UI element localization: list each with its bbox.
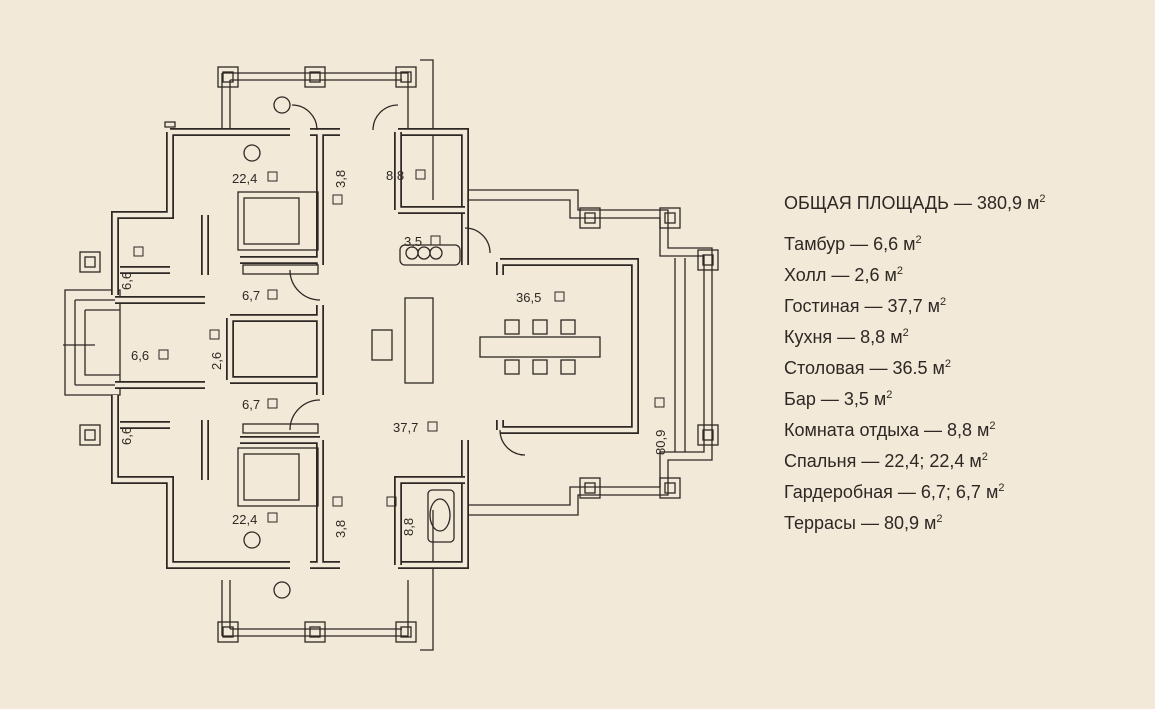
- legend-item: Кухня — 8,8 м2: [784, 320, 1045, 351]
- area-marks: [133, 169, 665, 523]
- legend-item-text: Холл — 2,6 м: [784, 265, 897, 285]
- legend-item: Комната отдыха — 8,8 м2: [784, 413, 1045, 444]
- room-label-bath-top: 3,8: [333, 170, 348, 188]
- room-label-vestibule: 6,6: [131, 348, 149, 363]
- room-label-hall: 2,6: [209, 352, 224, 370]
- sup: 2: [936, 513, 943, 525]
- room-label-living: 37,7: [393, 420, 418, 435]
- sup: 2: [1039, 193, 1046, 205]
- legend-total: ОБЩАЯ ПЛОЩАДЬ — 380,9 м2: [784, 186, 1045, 217]
- legend-item: Гостиная — 37,7 м2: [784, 289, 1045, 320]
- legend-item-text: Спальня — 22,4; 22,4 м: [784, 451, 982, 471]
- furniture: [237, 96, 601, 599]
- sup: 2: [981, 451, 988, 463]
- room-label-kitchen: 8,8: [401, 518, 416, 536]
- legend-item-text: Бар — 3,5 м: [784, 389, 887, 409]
- log-crosses: [164, 121, 176, 128]
- room-labels: 22,4 3,8 8,8 3,5 6,6 6,7 6,6 2,6 36,5 6,…: [119, 168, 668, 538]
- room-label-bedroom-bottom: 22,4: [232, 512, 257, 527]
- legend-item: Гардеробная — 6,7; 6,7 м2: [784, 475, 1045, 506]
- room-label-wc-top: 6,6: [119, 272, 134, 290]
- room-label-wardrobe-top: 6,7: [242, 288, 260, 303]
- room-label-bedroom-top: 22,4: [232, 171, 257, 186]
- legend-total-text: ОБЩАЯ ПЛОЩАДЬ — 380,9 м: [784, 193, 1040, 213]
- legend-item-text: Гардеробная — 6,7; 6,7 м: [784, 482, 999, 502]
- room-label-terrace: 80,9: [653, 430, 668, 455]
- sup: 2: [896, 265, 903, 277]
- legend-item: Террасы — 80,9 м2: [784, 506, 1045, 537]
- sup: 2: [939, 296, 947, 308]
- sup: 2: [989, 420, 996, 432]
- legend-item: Столовая — 36.5 м2: [784, 351, 1045, 382]
- columns: [79, 66, 719, 643]
- room-label-rest-room: 8,8: [386, 168, 404, 183]
- walls: [111, 128, 639, 569]
- legend-item: Тамбур — 6,6 м2: [784, 227, 1045, 258]
- legend-item-text: Комната отдыха — 8,8 м: [784, 420, 990, 440]
- room-label-wc-bottom: 6,6: [119, 427, 134, 445]
- room-label-bath-bottom: 3,8: [333, 520, 348, 538]
- room-label-bar: 3,5: [404, 234, 422, 249]
- sup: 2: [998, 482, 1005, 494]
- terrace-outlines: [63, 59, 713, 651]
- legend-item-text: Террасы — 80,9 м: [784, 513, 937, 533]
- area-legend: ОБЩАЯ ПЛОЩАДЬ — 380,9 м2 Тамбур — 6,6 м2…: [784, 186, 1045, 537]
- legend-item: Бар — 3,5 м2: [784, 382, 1045, 413]
- sup: 2: [915, 234, 922, 246]
- sup: 2: [902, 327, 909, 339]
- legend-item-text: Кухня — 8,8 м: [784, 327, 903, 347]
- sup: 2: [944, 358, 952, 370]
- room-label-dining: 36,5: [516, 290, 541, 305]
- legend-item-text: Гостиная — 37,7 м: [784, 296, 940, 316]
- legend-item: Спальня — 22,4; 22,4 м2: [784, 444, 1045, 475]
- room-label-wardrobe-bottom: 6,7: [242, 397, 260, 412]
- legend-item-text: Тамбур — 6,6 м: [784, 234, 916, 254]
- legend-item-text: Столовая — 36.5 м: [784, 358, 945, 378]
- legend-item: Холл — 2,6 м2: [784, 258, 1045, 289]
- sup: 2: [886, 389, 893, 401]
